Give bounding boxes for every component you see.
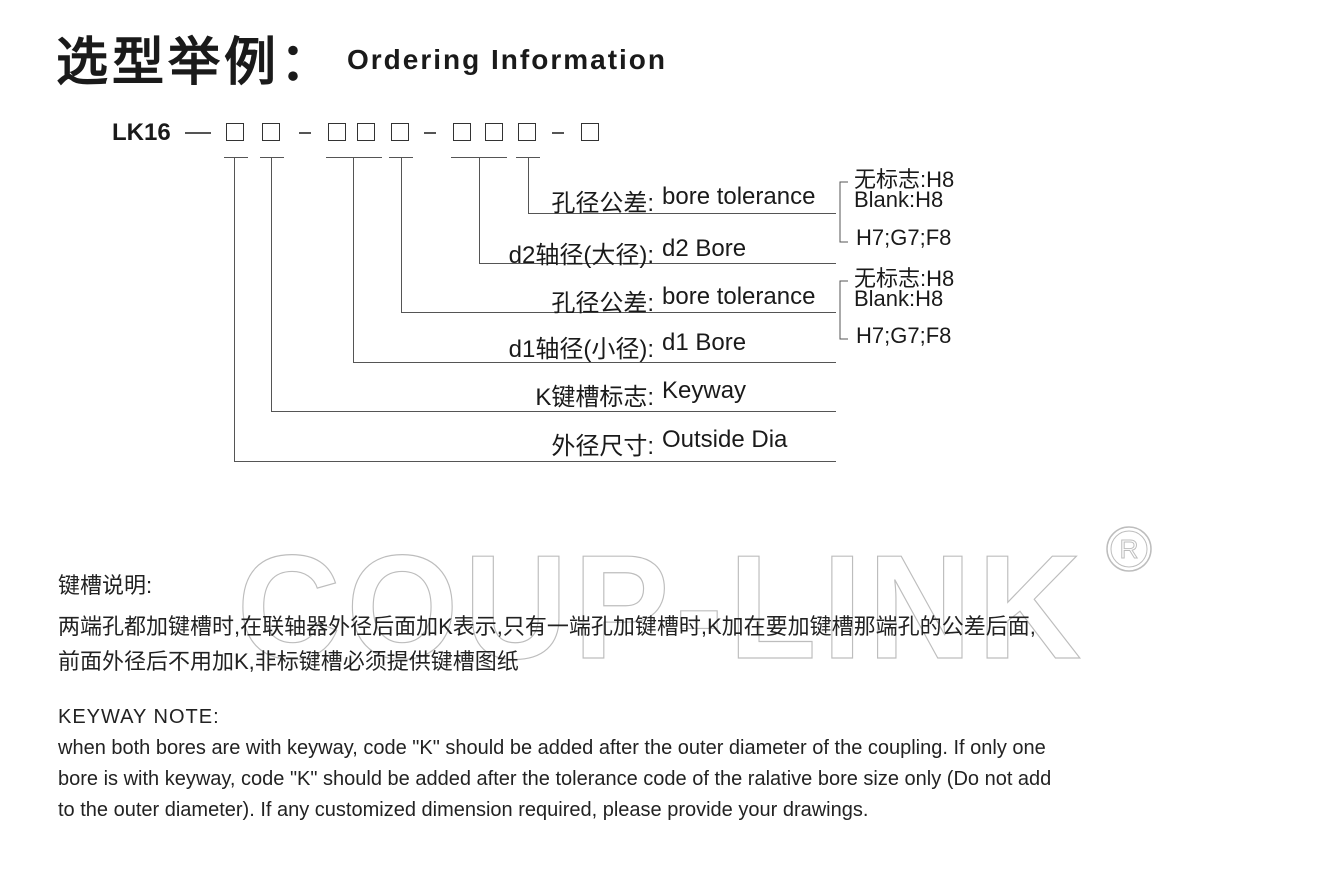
code-box-keyway (262, 123, 280, 141)
tolerance-option-alt: H7;G7;F8 (856, 323, 952, 348)
label-en-d2-bore: d2 Bore (662, 235, 747, 262)
page-title-en: Ordering Information (347, 44, 667, 75)
leader-vertical (479, 157, 480, 263)
leader-horizontal (479, 263, 836, 264)
box-underline (326, 157, 382, 158)
leader-vertical (528, 157, 529, 213)
box-underline (224, 157, 248, 158)
keyway-note-en-line-2: bore is with keyway, code "K" should be … (58, 768, 1052, 790)
label-en-d2-tolerance: bore tolerance (662, 183, 816, 210)
label-en-keyway: Keyway (662, 377, 747, 404)
label-cn-outside-dia: 外径尺寸: (551, 433, 654, 460)
code-box-keyway-option (581, 123, 599, 141)
keyway-note-en-line-3: to the outer diameter). If any customize… (58, 799, 869, 821)
tolerance-bracket-1 (839, 181, 848, 243)
leader-horizontal (528, 213, 836, 214)
code-dash (299, 132, 311, 134)
code-box-d2-bore-2 (485, 123, 503, 141)
label-cn-d1-bore: d1轴径(小径): (508, 336, 654, 363)
code-box-d1-tolerance (391, 123, 409, 141)
page-title-cn: 选型举例： (56, 34, 337, 92)
watermark-text: COUP-LINK (237, 540, 1087, 670)
model-code-prefix: LK16 (112, 119, 171, 146)
keyway-note-cn-heading: 键槽说明: (58, 573, 153, 598)
label-en-d1-tolerance: bore tolerance (662, 283, 816, 310)
tolerance-option-alt: H7;G7;F8 (856, 225, 952, 250)
code-dash (424, 132, 436, 134)
label-en-outside-dia: Outside Dia (662, 426, 788, 453)
registered-mark: R (1120, 534, 1139, 564)
keyway-note-en-line-1: when both bores are with keyway, code "K… (58, 737, 1046, 759)
tolerance-option-blank-cn: 无标志:H8 (854, 266, 955, 291)
label-en-d1-bore: d1 Bore (662, 329, 747, 356)
code-box-d2-tolerance (518, 123, 536, 141)
keyway-note-cn-line-2: 前面外径后不用加K,非标键槽必须提供键槽图纸 (58, 649, 519, 674)
label-cn-d2-tolerance: 孔径公差: (551, 190, 654, 217)
leader-vertical (234, 157, 235, 461)
leader-horizontal (271, 411, 836, 412)
tolerance-option-blank-cn: 无标志:H8 (854, 167, 955, 192)
tolerance-option-blank-en: Blank:H8 (854, 187, 944, 212)
leader-horizontal (401, 312, 836, 313)
label-cn-keyway: K键槽标志: (535, 384, 654, 411)
leader-vertical (401, 157, 402, 312)
tolerance-bracket-2 (839, 280, 848, 340)
registered-trademark-icon: R (1106, 526, 1152, 572)
code-box-d2-bore-1 (453, 123, 471, 141)
code-box-outside-dia (226, 123, 244, 141)
coup-link-watermark-logo: COUP-LINK (236, 540, 1087, 670)
label-cn-d1-tolerance: 孔径公差: (551, 290, 654, 317)
leader-horizontal (353, 362, 836, 363)
code-dash (185, 132, 211, 134)
code-dash (552, 132, 564, 134)
leader-vertical (353, 157, 354, 362)
tolerance-option-blank-en: Blank:H8 (854, 286, 944, 311)
leader-horizontal (234, 461, 836, 462)
code-box-d1-bore-2 (357, 123, 375, 141)
box-underline (260, 157, 284, 158)
leader-vertical (271, 157, 272, 411)
code-box-d1-bore-1 (328, 123, 346, 141)
label-cn-d2-bore: d2轴径(大径): (508, 242, 654, 269)
keyway-note-en-heading: KEYWAY NOTE: (58, 706, 220, 728)
keyway-note-cn-line-1: 两端孔都加键槽时,在联轴器外径后面加K表示,只有一端孔加键槽时,K加在要加键槽那… (58, 614, 1036, 639)
